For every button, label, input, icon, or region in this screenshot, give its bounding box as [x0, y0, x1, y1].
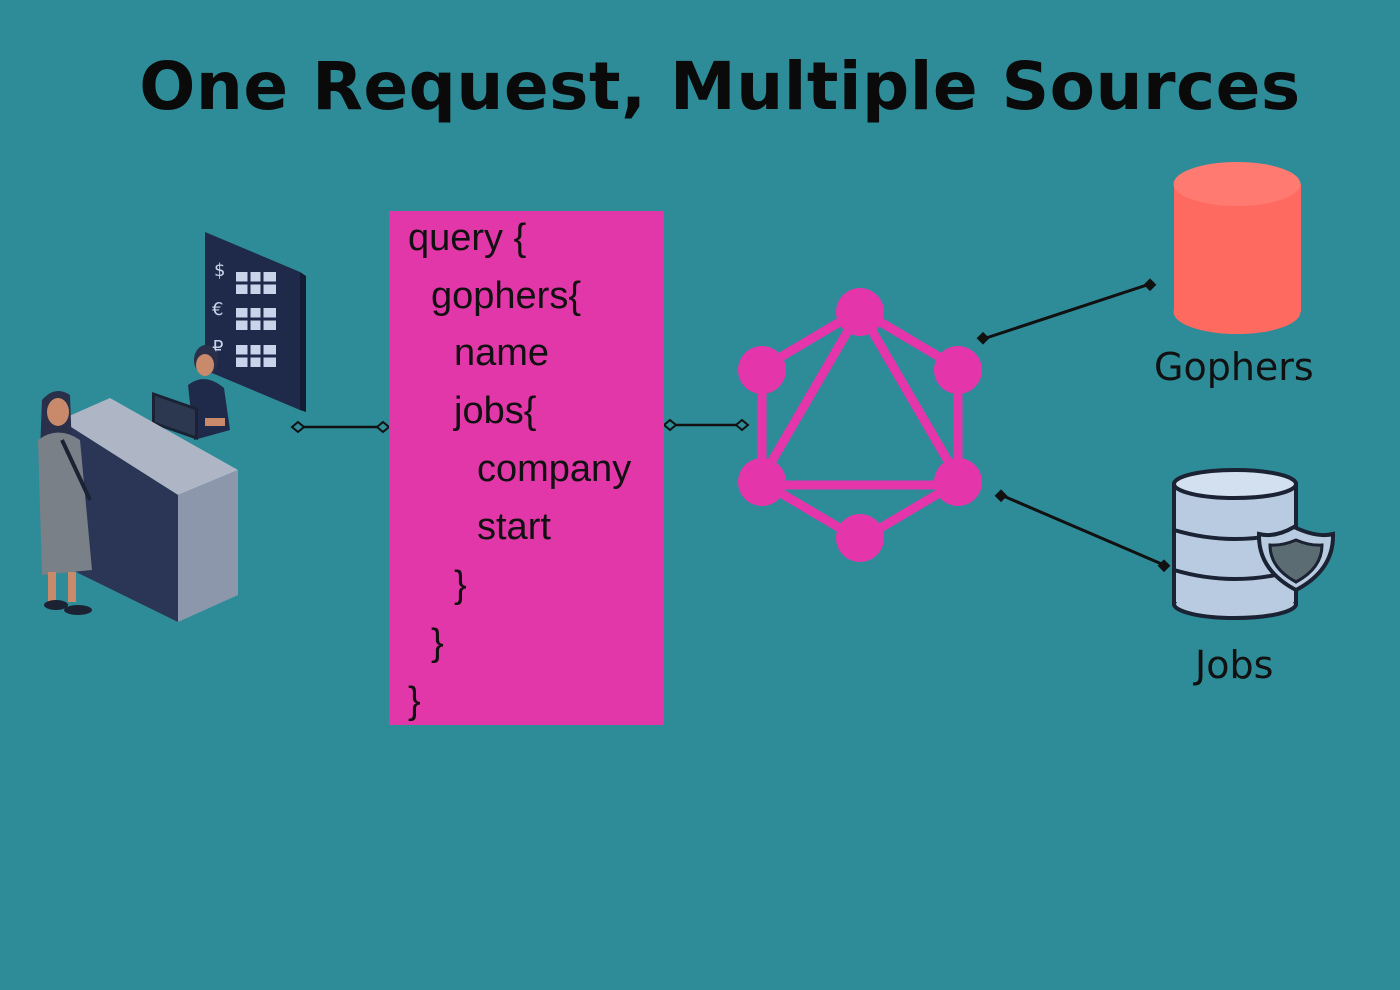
currency-board-icon: $ € ₽ — [205, 232, 306, 412]
query-line: jobs{ — [454, 390, 537, 432]
query-line: } — [431, 622, 444, 664]
customer-figure — [38, 391, 92, 615]
counter-desk — [60, 398, 238, 622]
database-cylinder-icon — [1173, 162, 1301, 334]
query-line: query { — [408, 217, 527, 259]
query-line: company — [477, 448, 632, 490]
query-line: } — [454, 564, 467, 606]
datasource-label-gophers: Gophers — [1154, 345, 1314, 389]
connector-graphql-to-jobs — [994, 489, 1171, 573]
database-server-shield-icon — [1172, 468, 1336, 620]
datasource-label-jobs: Jobs — [1195, 643, 1274, 687]
graphql-query-box — [389, 211, 664, 725]
graphql-logo-nodes — [738, 288, 982, 562]
svg-text:₽: ₽ — [212, 337, 223, 358]
connector-query-to-graphql — [662, 418, 750, 432]
connector-client-to-query — [290, 420, 391, 434]
svg-text:$: $ — [214, 260, 225, 281]
connector-graphql-to-gophers — [976, 278, 1157, 345]
graphql-logo-icon — [750, 301, 970, 546]
query-line: name — [454, 332, 550, 374]
page-title: One Request, Multiple Sources — [139, 48, 1301, 125]
client-illustration: $ € ₽ — [38, 232, 306, 622]
clerk-figure — [188, 345, 230, 440]
monitor-icon — [152, 392, 198, 440]
query-line: start — [477, 506, 551, 548]
svg-text:€: € — [212, 299, 223, 320]
query-line: } — [408, 680, 421, 722]
query-line: gophers{ — [431, 275, 582, 317]
